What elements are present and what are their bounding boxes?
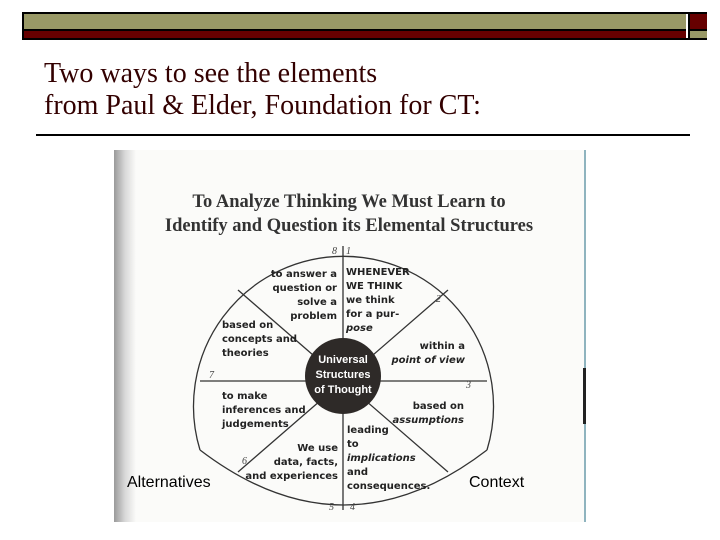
page-gutter-shadow [114,150,136,522]
svg-text:for a pur-: for a pur- [346,309,399,320]
svg-text:and: and [347,467,368,478]
svg-text:We use: We use [297,443,338,454]
segment-6-inferences: to make inferences and judgements [221,391,306,430]
svg-text:inferences and: inferences and [222,405,306,416]
svg-text:concepts and: concepts and [222,334,297,345]
svg-text:data, facts,: data, facts, [274,457,338,468]
center-hub [305,338,381,414]
page-tab-mark [583,368,586,424]
page-edge [584,150,586,522]
slide-header-bar [22,12,707,40]
label-alternatives: Alternatives [127,474,211,491]
header-corner-square-olive [688,31,707,38]
center-text-2: Structures [315,369,370,381]
segment-number: 3 [465,380,471,391]
svg-text:theories: theories [222,348,269,359]
figure-heading: To Analyze Thinking We Must Learn to Ide… [114,190,584,238]
segment-number: 1 [346,246,351,257]
svg-text:pose: pose [345,323,373,334]
segment-8-question: to answer a question or solve a problem [271,269,337,322]
segment-number: 4 [350,502,355,513]
center-text-3: of Thought [314,384,372,396]
svg-text:within a: within a [420,341,465,352]
segment-number: 7 [209,370,215,381]
segment-2-point-of-view: within a point of view [390,341,465,366]
figure-heading-line2: Identify and Question its Elemental Stru… [164,216,534,236]
center-text-1: Universal [318,354,368,366]
svg-text:WHENEVER: WHENEVER [346,267,410,278]
segment-number: 5 [329,502,334,513]
svg-text:based on: based on [413,401,464,412]
svg-text:assumptions: assumptions [393,415,465,426]
header-corner-square-maroon [688,14,707,31]
segment-4-implications: leading to implications and consequences… [347,425,430,492]
figure-heading-line1: To Analyze Thinking We Must Learn to [192,192,506,212]
slide-title-line2: from Paul & Elder, Foundation for CT: [44,90,481,121]
segment-number: 2 [436,294,441,305]
svg-text:to answer a: to answer a [271,269,337,280]
label-context: Context [469,474,525,491]
svg-text:question or: question or [273,283,338,294]
segment-1-purpose: WHENEVER WE THINK we think for a pur- po… [345,267,410,334]
segment-number: 8 [332,246,337,257]
slide-title: Two ways to see the elements from Paul &… [44,58,481,122]
segment-number: 6 [242,456,247,467]
svg-text:point of view: point of view [390,355,465,366]
slide-title-line1: Two ways to see the elements [44,58,378,89]
svg-text:implications: implications [347,453,416,464]
svg-text:solve a: solve a [297,297,337,308]
svg-text:to: to [347,439,359,450]
title-divider [36,134,690,136]
elements-of-thought-wheel: Universal Structures of Thought 1 2 3 4 … [192,246,495,513]
svg-text:problem: problem [290,311,337,322]
svg-text:WE THINK: WE THINK [346,281,404,292]
svg-text:to make: to make [222,391,268,402]
svg-text:consequences.: consequences. [347,481,430,492]
segment-7-concepts: based on concepts and theories [222,320,297,359]
svg-text:judgements: judgements [221,419,289,430]
segment-3-assumptions: based on assumptions [393,401,465,426]
svg-text:we think: we think [346,295,395,306]
scanned-figure: To Analyze Thinking We Must Learn to Ide… [114,150,586,522]
header-olive-band [24,14,686,31]
svg-text:leading: leading [347,425,389,436]
header-maroon-band [24,31,686,38]
svg-text:based on: based on [222,320,273,331]
svg-text:and experiences: and experiences [245,471,338,482]
segment-5-data: We use data, facts, and experiences [245,443,338,482]
